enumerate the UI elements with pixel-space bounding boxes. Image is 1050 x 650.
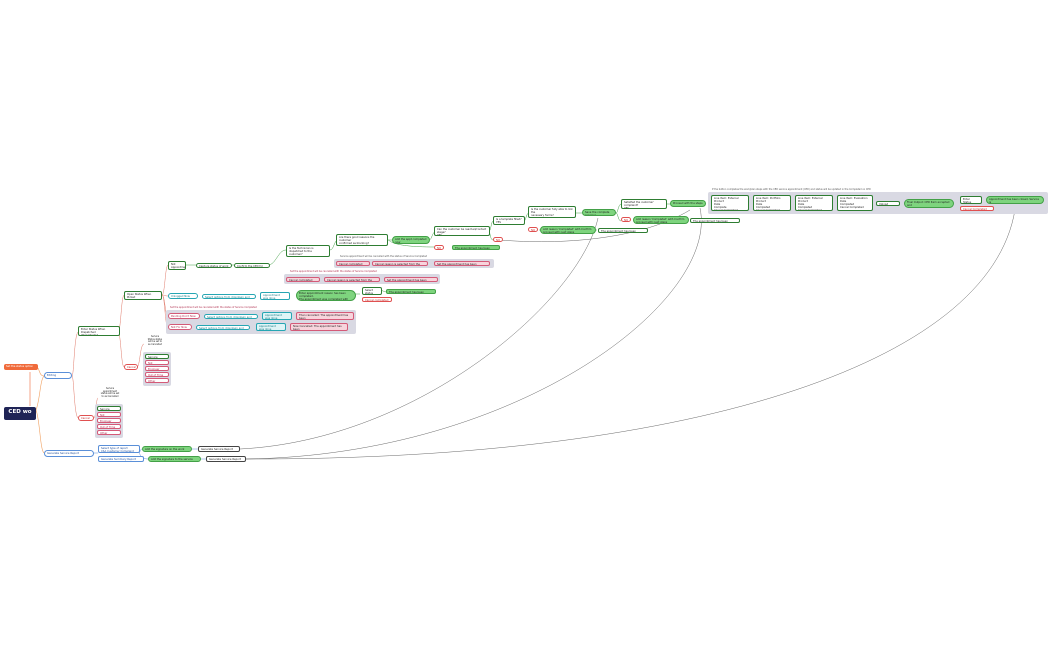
enter-status-final[interactable]: Enter Status Completed xyxy=(960,196,982,204)
strip-cancel-reason[interactable]: Cancel reason is selected from the drop-… xyxy=(324,277,380,282)
not-appointment-node[interactable]: Not Appointment for Now xyxy=(168,261,186,270)
note-cancel: Service appointment will be cancelled wi… xyxy=(340,255,428,258)
generate-sr-2-button[interactable]: Generate Service Report xyxy=(206,456,246,462)
cancel-list-title: Service Status status will be set to as … xyxy=(144,335,166,353)
pending-node[interactable]: Pending Don't Now xyxy=(168,313,200,319)
appt-done-2-node[interactable]: The appointment has been completed xyxy=(690,218,740,223)
cancel-reason-node[interactable]: Cancel reason is selected from the drop-… xyxy=(372,261,428,266)
no-4[interactable]: NO xyxy=(621,217,631,222)
cancel-inner-node[interactable]: Cancel xyxy=(124,364,138,370)
capture-status-node[interactable]: Capture status of work xyxy=(196,263,232,268)
no-1[interactable]: NO xyxy=(434,245,444,250)
trigger-node[interactable]: Set the status option xyxy=(4,364,38,370)
cancel-list-item[interactable]: Other xyxy=(145,378,169,383)
cancel-list2-item[interactable]: Other xyxy=(97,430,121,435)
cancel-appt-node[interactable]: Set the appointment has been cancelled xyxy=(434,261,490,266)
note-2: Set the appointment will be cancelled wi… xyxy=(290,270,377,273)
generate-summary-button[interactable]: Generate Summary Report xyxy=(98,456,144,462)
completed-1-node[interactable]: Cancel completed xyxy=(362,297,392,302)
group-note: If the button completes the work/plan st… xyxy=(712,188,871,191)
cancel-list-item[interactable]: Not Completed xyxy=(145,360,169,365)
q-satisfied[interactable]: Satisfied the customer' complaint? YES xyxy=(621,199,667,209)
cancel-list2-item[interactable]: Service Report xyxy=(97,406,121,411)
open-appointment-node[interactable]: Open Status When Picked Start Appointmen… xyxy=(124,291,162,300)
branch-generate[interactable]: Generate Service Report xyxy=(44,450,94,457)
cancel-completed-node[interactable]: Cancel completed xyxy=(336,261,370,266)
no-3[interactable]: NO xyxy=(528,227,538,232)
q-plan[interactable]: Are there good reasons the customer conf… xyxy=(336,234,388,246)
confirm-ced-node[interactable]: Confirm the CED for close status xyxy=(234,263,270,268)
cancelled-msg-1[interactable]: Then cancelled: The appointment has been… xyxy=(296,312,354,320)
note-1: Set the appointment will be cancelled wi… xyxy=(170,306,257,309)
cancel-list2-item[interactable]: Engineer Canceled xyxy=(97,418,121,423)
final-note-node[interactable]: Appointment has been closed, Service is … xyxy=(986,196,1044,204)
appointment-done-3[interactable]: Appointment was done xyxy=(256,323,286,331)
group-col-1[interactable]: Line Item: External Product Date Complet… xyxy=(711,195,749,211)
appointment-done-2[interactable]: Appointment was done xyxy=(262,312,292,320)
not-now-node[interactable]: Not For Now xyxy=(168,324,192,330)
q-customer[interactable]: Can the customer be reached/contact stag… xyxy=(434,226,490,236)
enter-status-node[interactable]: Enter Status When Dispatched Work Starte… xyxy=(78,326,120,336)
cancel-list: Service ReportNot CompletedEngineer Canc… xyxy=(145,354,169,384)
add-reason-2-node[interactable]: Add reason 'Completed' with Confirm proc… xyxy=(633,216,689,224)
upload-bitmap-button[interactable]: Upload Bitmap xyxy=(876,201,900,206)
save-complete-node[interactable]: Save the complete progress xyxy=(582,209,616,216)
cancel-list2-item[interactable]: Out of Time xyxy=(97,424,121,429)
enter-msg-node[interactable]: Enter appointment reason has been comple… xyxy=(296,290,356,301)
generate-sr-1-button[interactable]: Generate Service Report xyxy=(198,446,240,452)
final-green-node[interactable]: Final Output: CED Item accepted and upda… xyxy=(904,199,954,208)
group-col-4[interactable]: Line Item: Evaluation Date Completed Can… xyxy=(837,195,873,211)
group-col-3[interactable]: Line Item: External Product Date Complet… xyxy=(795,195,833,211)
cancel-list2-title: Service appointment status will be set t… xyxy=(98,387,122,405)
proceed-node[interactable]: Proceed with the steps xyxy=(670,200,706,207)
strip-cancel-appt[interactable]: Set the appointment has been cancelled xyxy=(384,277,438,282)
sign-2-node[interactable]: Add the signature to the service report xyxy=(148,456,201,462)
cancel-list-item[interactable]: Engineer Canceled xyxy=(145,366,169,371)
cancel-list-item[interactable]: Out of Time xyxy=(145,372,169,377)
cancel-node[interactable]: Cancel xyxy=(78,415,94,421)
completed-appt-node[interactable]: The appointment has been completed xyxy=(452,245,500,250)
appt-done-node[interactable]: The appointment has been completed xyxy=(598,228,648,233)
group-col-2[interactable]: Line Item: Portfolio Product Date Comple… xyxy=(753,195,791,211)
unlogged-node[interactable]: Unlogged Now xyxy=(168,293,198,299)
q-template[interactable]: Is a template filled? YES xyxy=(493,216,525,225)
cancel-completed-2-node[interactable]: Cancel Completed xyxy=(960,206,994,211)
appointment-done-1[interactable]: Appointment was done xyxy=(260,292,290,300)
sign-1-node[interactable]: Add the signature on the work flow repor… xyxy=(142,446,192,452)
add-complete-node[interactable]: Add the appt completed now xyxy=(392,236,430,244)
cancel-list2-item[interactable]: Not Completed xyxy=(97,412,121,417)
branch-editing[interactable]: Editing xyxy=(44,372,72,379)
q-technician[interactable]: Is the Technician is dispatched to the c… xyxy=(286,245,330,257)
no-2[interactable]: NO xyxy=(493,237,503,242)
select-status-node[interactable]: Select status Completed xyxy=(362,287,382,295)
cancelled-msg-2[interactable]: Now Cancelled: The appointment has been … xyxy=(290,323,348,331)
root-node[interactable]: CED wo xyxy=(4,407,36,420)
add-reason-node[interactable]: Add reason 'Completed' with Confirm proc… xyxy=(540,226,596,234)
appt-completed-node[interactable]: The appointment has been completed xyxy=(386,289,436,294)
strip-cancel-completed[interactable]: Cancel completed xyxy=(286,277,320,282)
q-complete-cust[interactable]: Is the customer fully able to link the n… xyxy=(528,206,576,218)
select-type-node[interactable]: Select type of report CSA Customer Compl… xyxy=(98,445,140,453)
cancel-list-item[interactable]: Service Report xyxy=(145,354,169,359)
cancel-list-2: Service ReportNot CompletedEngineer Canc… xyxy=(97,406,121,436)
